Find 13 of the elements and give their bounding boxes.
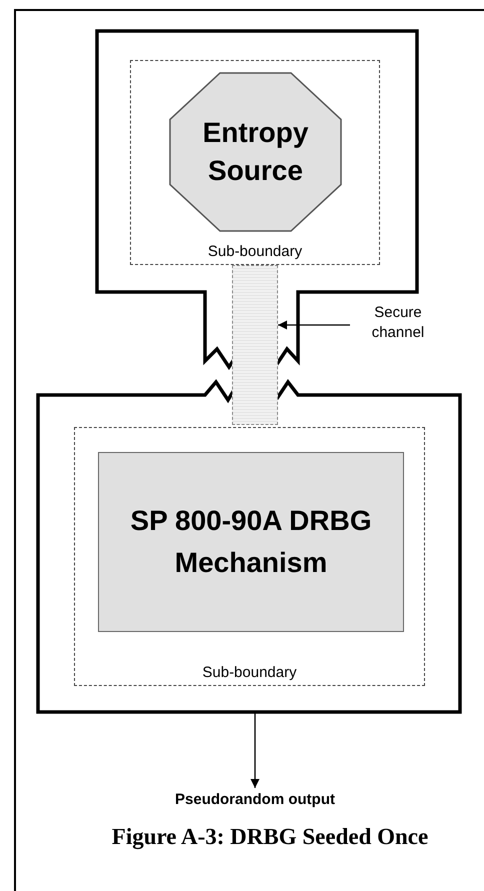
output-label: Pseudorandom output <box>174 790 336 810</box>
channel-label: Secure channel <box>370 303 426 343</box>
mechanism-box <box>98 452 404 632</box>
component-label: SP 800-90A DRBG Mechanism <box>129 504 373 580</box>
secure-channel-bar <box>232 265 278 425</box>
leader-line <box>278 320 350 330</box>
boundary-label: Sub-boundary <box>206 243 304 260</box>
component-label: Entropy Source <box>202 116 310 188</box>
sub-boundary-box <box>74 427 425 686</box>
arrow <box>250 712 260 788</box>
boundary-label: Sub-boundary <box>201 664 298 681</box>
figure-caption: Figure A-3: DRBG Seeded Once <box>110 823 430 852</box>
sub-boundary-box <box>130 60 380 265</box>
